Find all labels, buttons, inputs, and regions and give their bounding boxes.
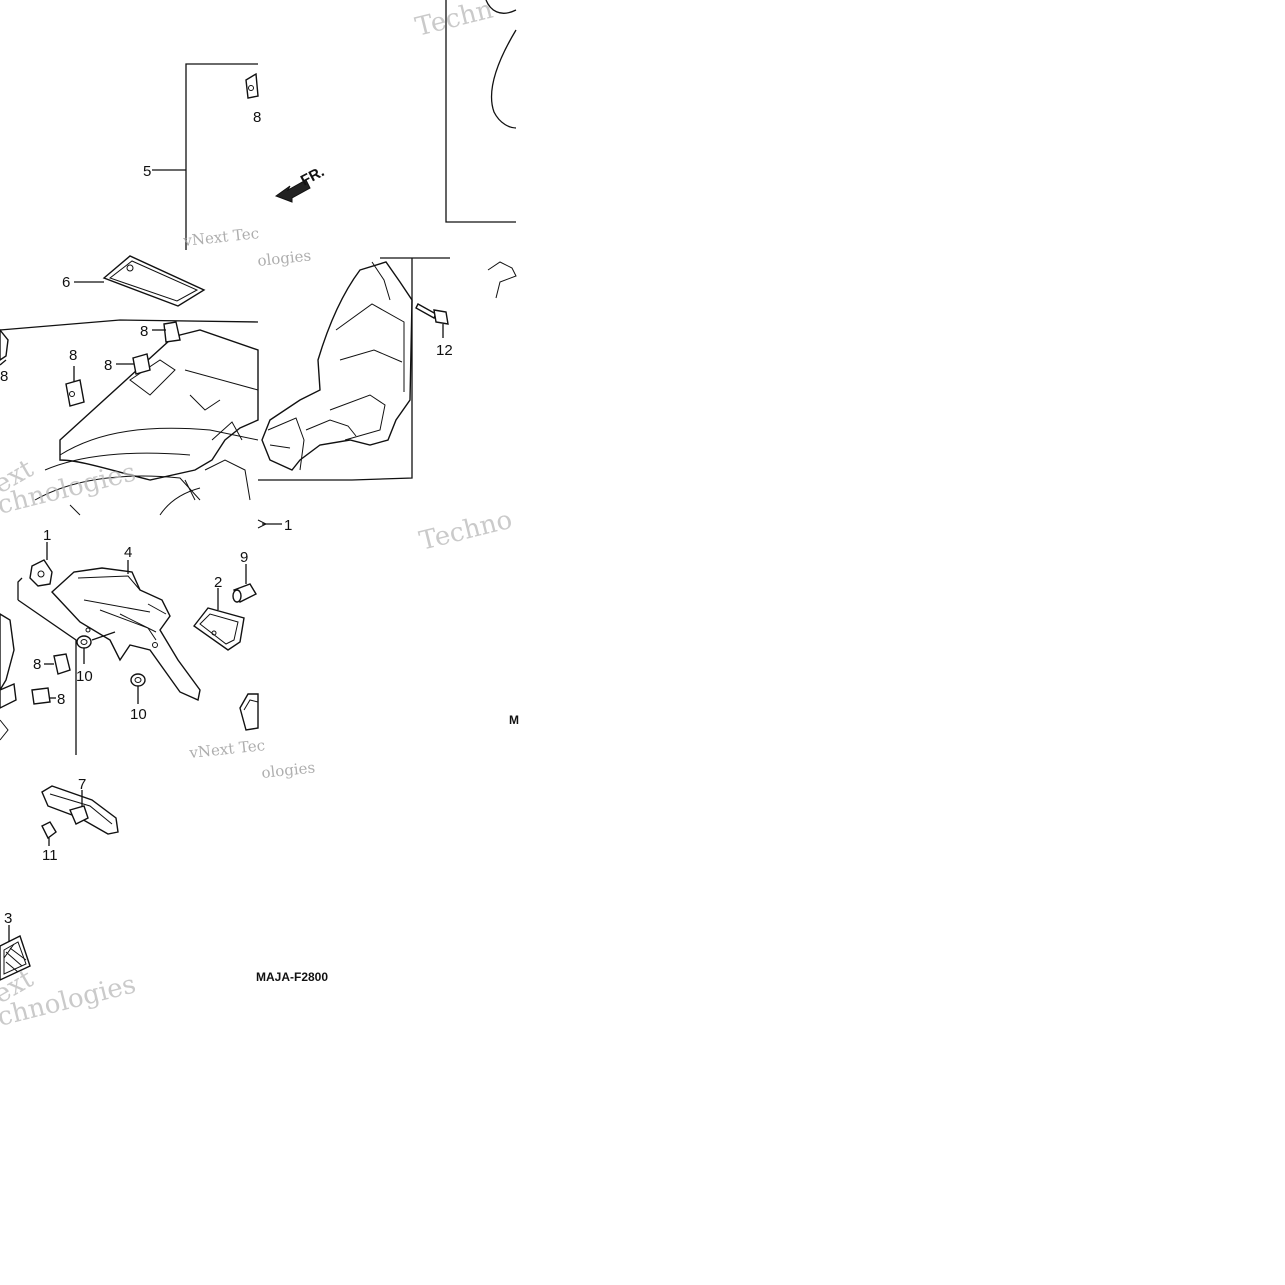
- part-4-license-bracket: [51, 560, 201, 701]
- part-11-nut: [41, 821, 57, 846]
- label-part-8-b: 8: [69, 347, 77, 364]
- part-8-nuts-lower: [31, 653, 71, 705]
- label-part-8-g: 8: [57, 691, 65, 708]
- label-part-3: 3: [4, 910, 12, 927]
- label-part-2: 2: [214, 574, 222, 591]
- stray-mark: M: [509, 713, 519, 727]
- label-part-1-top: 1: [284, 517, 292, 534]
- part-3-reflector: [0, 925, 31, 981]
- label-part-12: 12: [436, 342, 453, 359]
- part-2-lamp: [192, 588, 245, 651]
- watermark-techno-top: Techn: [412, 0, 496, 43]
- diagram-code: MAJA-F2800: [256, 970, 328, 984]
- label-part-8-f: 8: [33, 656, 41, 673]
- label-part-4: 4: [124, 544, 132, 561]
- bolt-12: [415, 303, 449, 338]
- lamp-partial: [239, 693, 259, 731]
- part-7-reflector: [41, 785, 119, 835]
- label-part-6: 6: [62, 274, 70, 291]
- label-part-8-e: 8: [253, 109, 261, 126]
- clip-top: [245, 72, 259, 99]
- part-1-leader-top: [257, 519, 282, 529]
- part-6-plate: [74, 255, 206, 307]
- label-part-5: 5: [143, 163, 151, 180]
- label-part-10-a: 10: [76, 668, 93, 685]
- watermark-vnext-2: vNext Tec: [188, 736, 266, 762]
- label-part-7: 7: [78, 776, 86, 793]
- watermark-techno-mid: Techno: [416, 505, 515, 557]
- part-10-grommets: [76, 635, 146, 704]
- watermark-vnext-1: vNext Tec: [182, 224, 260, 250]
- front-direction-arrow: FR.: [274, 163, 327, 203]
- part-9-bulb: [232, 564, 257, 603]
- label-part-8-c: 8: [104, 357, 112, 374]
- lower-left-bracket: [0, 599, 77, 755]
- label-part-8-a: 8: [140, 323, 148, 340]
- label-part-11: 11: [42, 847, 58, 864]
- clips-left: [0, 321, 181, 407]
- label-part-1-left: 1: [43, 527, 51, 544]
- label-part-9: 9: [240, 549, 248, 566]
- watermark-ologies-2: ologies: [261, 758, 316, 782]
- part-5-bracket: [152, 63, 258, 250]
- label-part-8-d: 8: [0, 368, 8, 385]
- watermark-ologies-1: ologies: [257, 246, 312, 270]
- rear-cowl-outline: [445, 0, 517, 223]
- rear-fender-box: [258, 257, 517, 481]
- label-part-10-b: 10: [130, 706, 147, 723]
- part-1-clip: [17, 542, 53, 600]
